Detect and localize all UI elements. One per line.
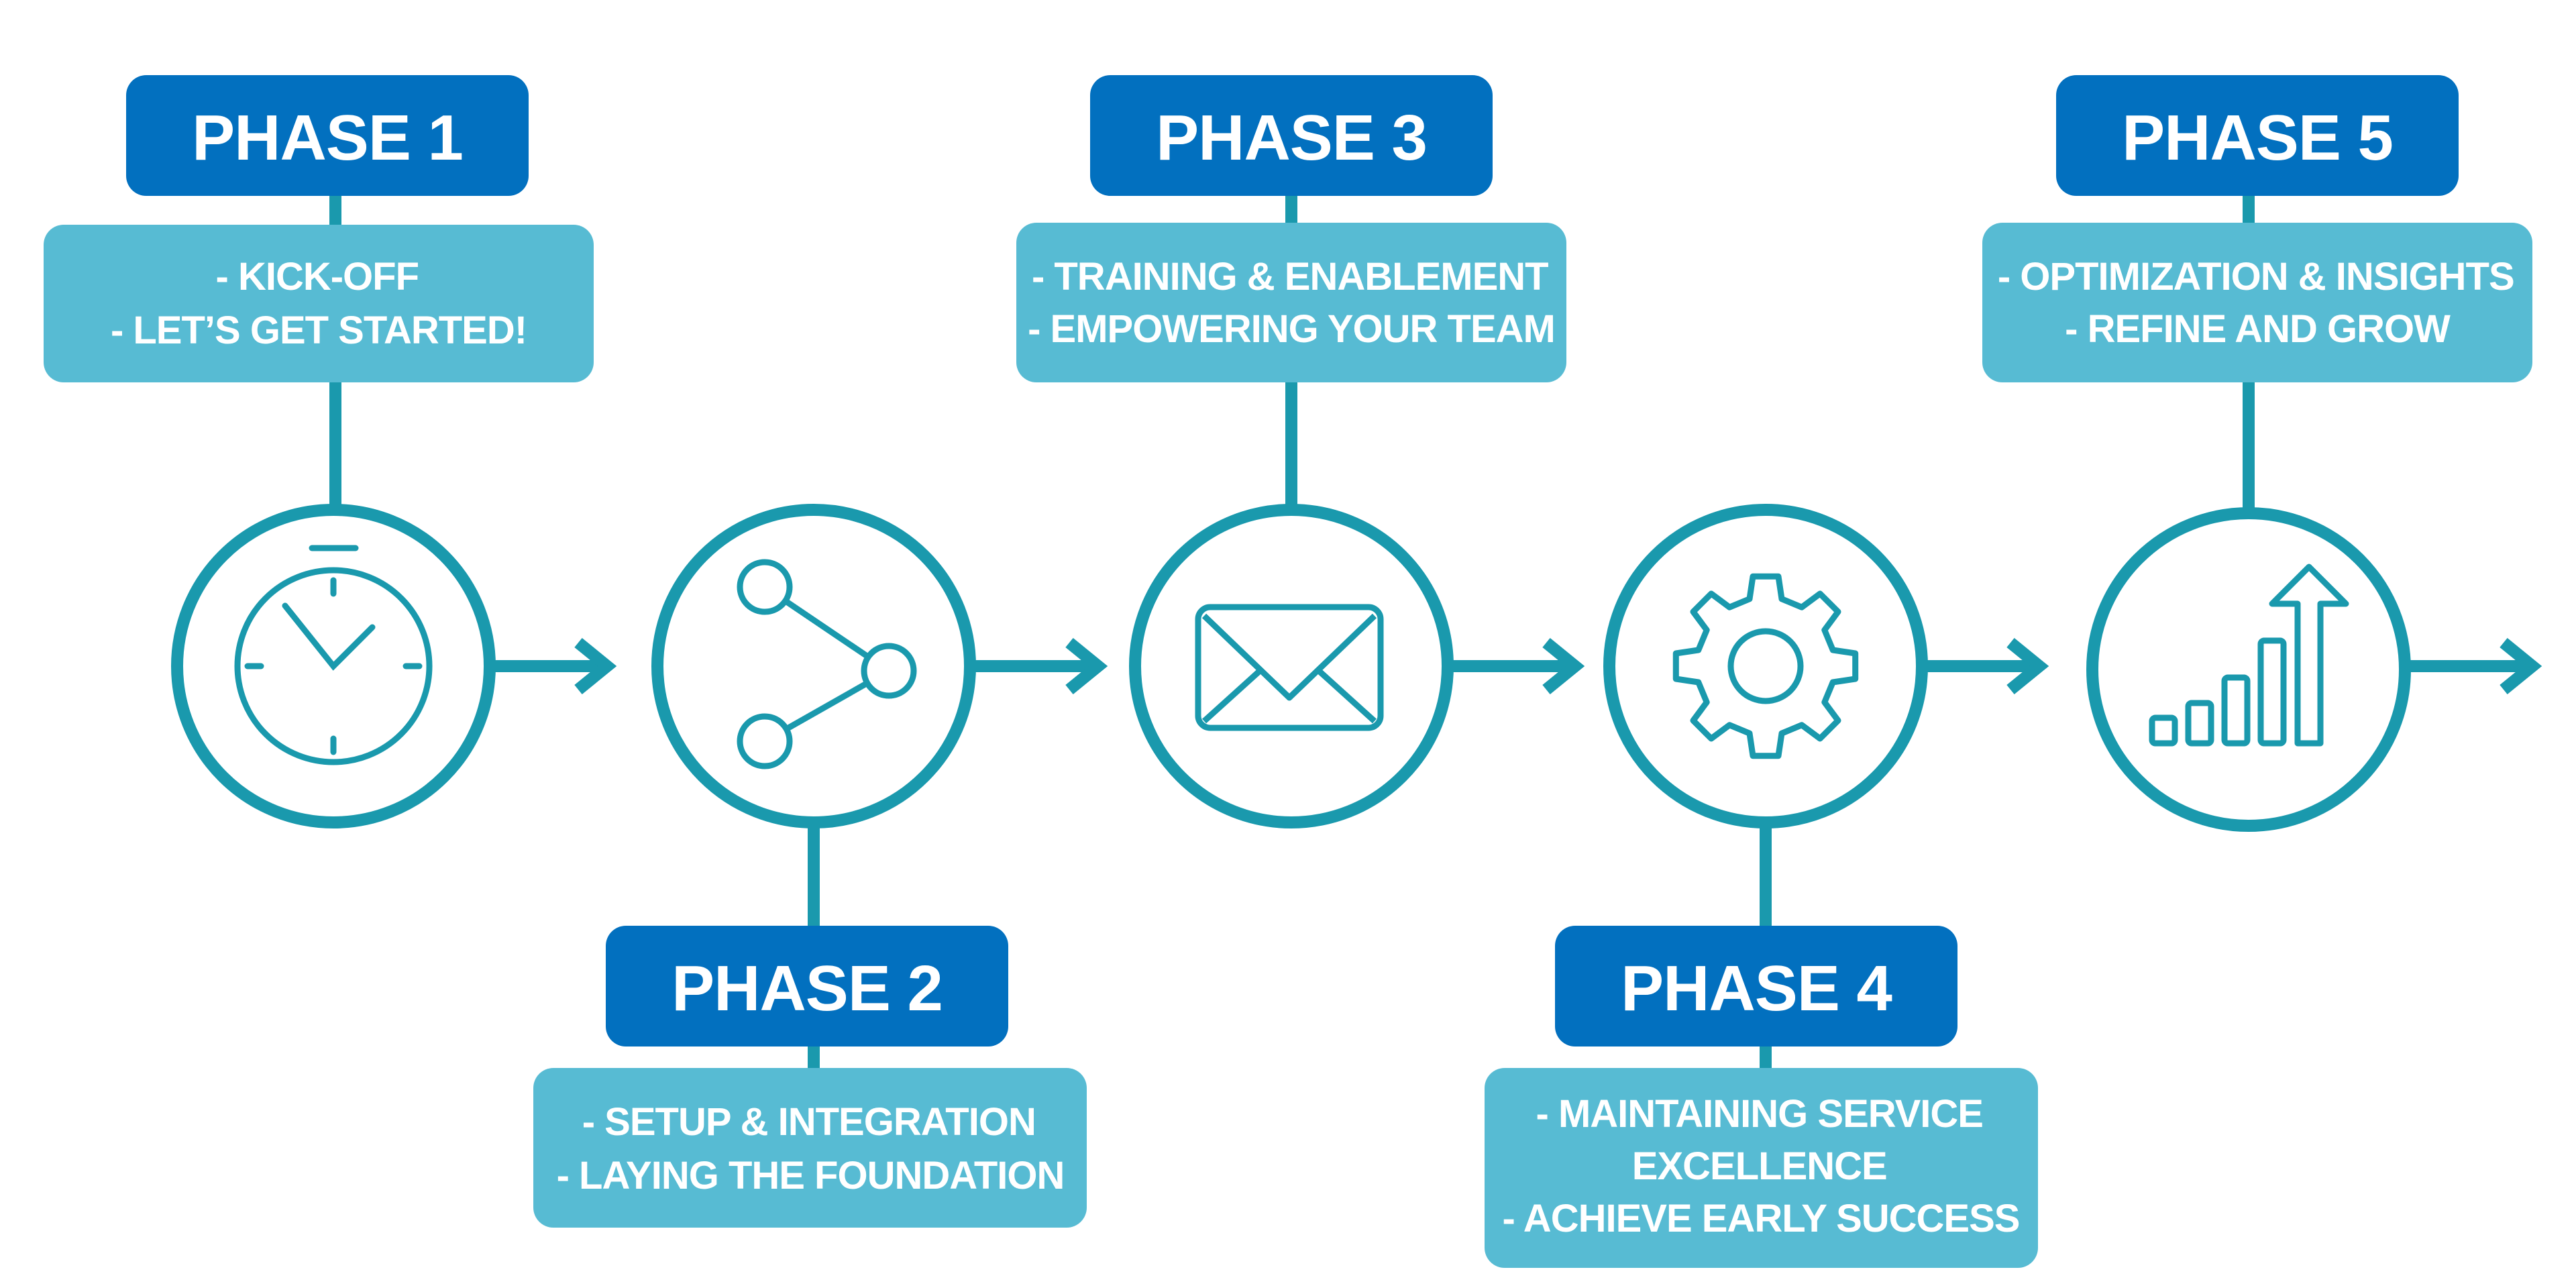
phase-1-node xyxy=(171,504,496,828)
phase-2-label: PHASE 2 xyxy=(672,953,943,1024)
phase-4-circle xyxy=(1603,504,1928,828)
phase-3-header-box xyxy=(1090,75,1493,196)
phase-2-circle xyxy=(651,504,976,828)
phase-5-description-line: - REFINE AND GROW xyxy=(2065,307,2451,351)
phase-1-description: - KICK-OFF - LET’S GET STARTED! xyxy=(111,255,527,352)
envelope-icon xyxy=(1195,604,1384,731)
phase-2: PHASE 2 - SETUP & INTEGRATION - LAYING T… xyxy=(533,504,1108,1228)
arrow-5 xyxy=(2405,638,2542,694)
share-icon xyxy=(737,559,917,769)
phase-2-description-box xyxy=(533,1068,1087,1228)
phase-2-node xyxy=(651,504,976,828)
arrow-4 xyxy=(1922,638,2049,694)
phase-2-description: - SETUP & INTEGRATION - LAYING THE FOUND… xyxy=(557,1100,1065,1197)
phase-2-description-line: - SETUP & INTEGRATION xyxy=(582,1100,1036,1144)
phase-4-description-box xyxy=(1485,1068,2038,1268)
phase-3-description-line: - TRAINING & ENABLEMENT xyxy=(1032,255,1548,299)
phase-4-description: - MAINTAINING SERVICE EXCELLENCE - ACHIE… xyxy=(1503,1092,2020,1240)
phase-1-description-line: - KICK-OFF xyxy=(216,255,419,299)
phase-1-label: PHASE 1 xyxy=(192,102,463,174)
growth-chart-icon xyxy=(2149,564,2349,747)
phase-5-label: PHASE 5 xyxy=(2122,102,2393,174)
arrow-1 xyxy=(490,638,617,694)
phase-5-description-box xyxy=(1982,223,2532,382)
phase-3-description: - TRAINING & ENABLEMENT - EMPOWERING YOU… xyxy=(1028,255,1555,351)
phase-3-description-line: - EMPOWERING YOUR TEAM xyxy=(1028,307,1555,351)
phase-3-node xyxy=(1129,504,1454,828)
phase-3-description-box xyxy=(1016,223,1566,382)
phase-2-header-box xyxy=(606,926,1008,1046)
phase-4: PHASE 4 - MAINTAINING SERVICE EXCELLENCE… xyxy=(1485,504,2049,1268)
phase-5-header-box xyxy=(2056,75,2459,196)
stopwatch-icon xyxy=(234,545,433,765)
arrow-2 xyxy=(970,638,1108,694)
phase-5-node xyxy=(2086,507,2411,832)
phase-2-description-line: - LAYING THE FOUNDATION xyxy=(557,1154,1065,1197)
phase-1: PHASE 1 - KICK-OFF - LET’S GET STARTED! xyxy=(44,75,617,828)
phase-5-circle xyxy=(2086,507,2411,832)
gear-icon xyxy=(1672,573,1859,759)
phase-5-description: - OPTIMIZATION & INSIGHTS - REFINE AND G… xyxy=(1998,255,2517,351)
phase-1-header-box xyxy=(126,75,529,196)
phase-4-description-line: - MAINTAINING SERVICE xyxy=(1536,1092,1983,1136)
phase-4-description-line: - ACHIEVE EARLY SUCCESS xyxy=(1503,1197,2020,1240)
phase-4-header-box xyxy=(1555,926,1957,1046)
phase-3-label: PHASE 3 xyxy=(1156,102,1427,174)
phase-5-description-line: - OPTIMIZATION & INSIGHTS xyxy=(1998,255,2514,299)
phase-3-circle xyxy=(1129,504,1454,828)
phase-1-description-box xyxy=(44,225,594,382)
phase-1-description-line: - LET’S GET STARTED! xyxy=(111,309,527,352)
phase-4-label: PHASE 4 xyxy=(1621,953,1892,1024)
phase-4-node xyxy=(1603,504,1928,828)
phase-4-description-line: EXCELLENCE xyxy=(1632,1144,1887,1188)
phase-3: PHASE 3 - TRAINING & ENABLEMENT - EMPOWE… xyxy=(1016,75,1585,828)
phase-5: PHASE 5 - OPTIMIZATION & INSIGHTS - REFI… xyxy=(1982,75,2542,832)
arrow-3 xyxy=(1448,638,1585,694)
